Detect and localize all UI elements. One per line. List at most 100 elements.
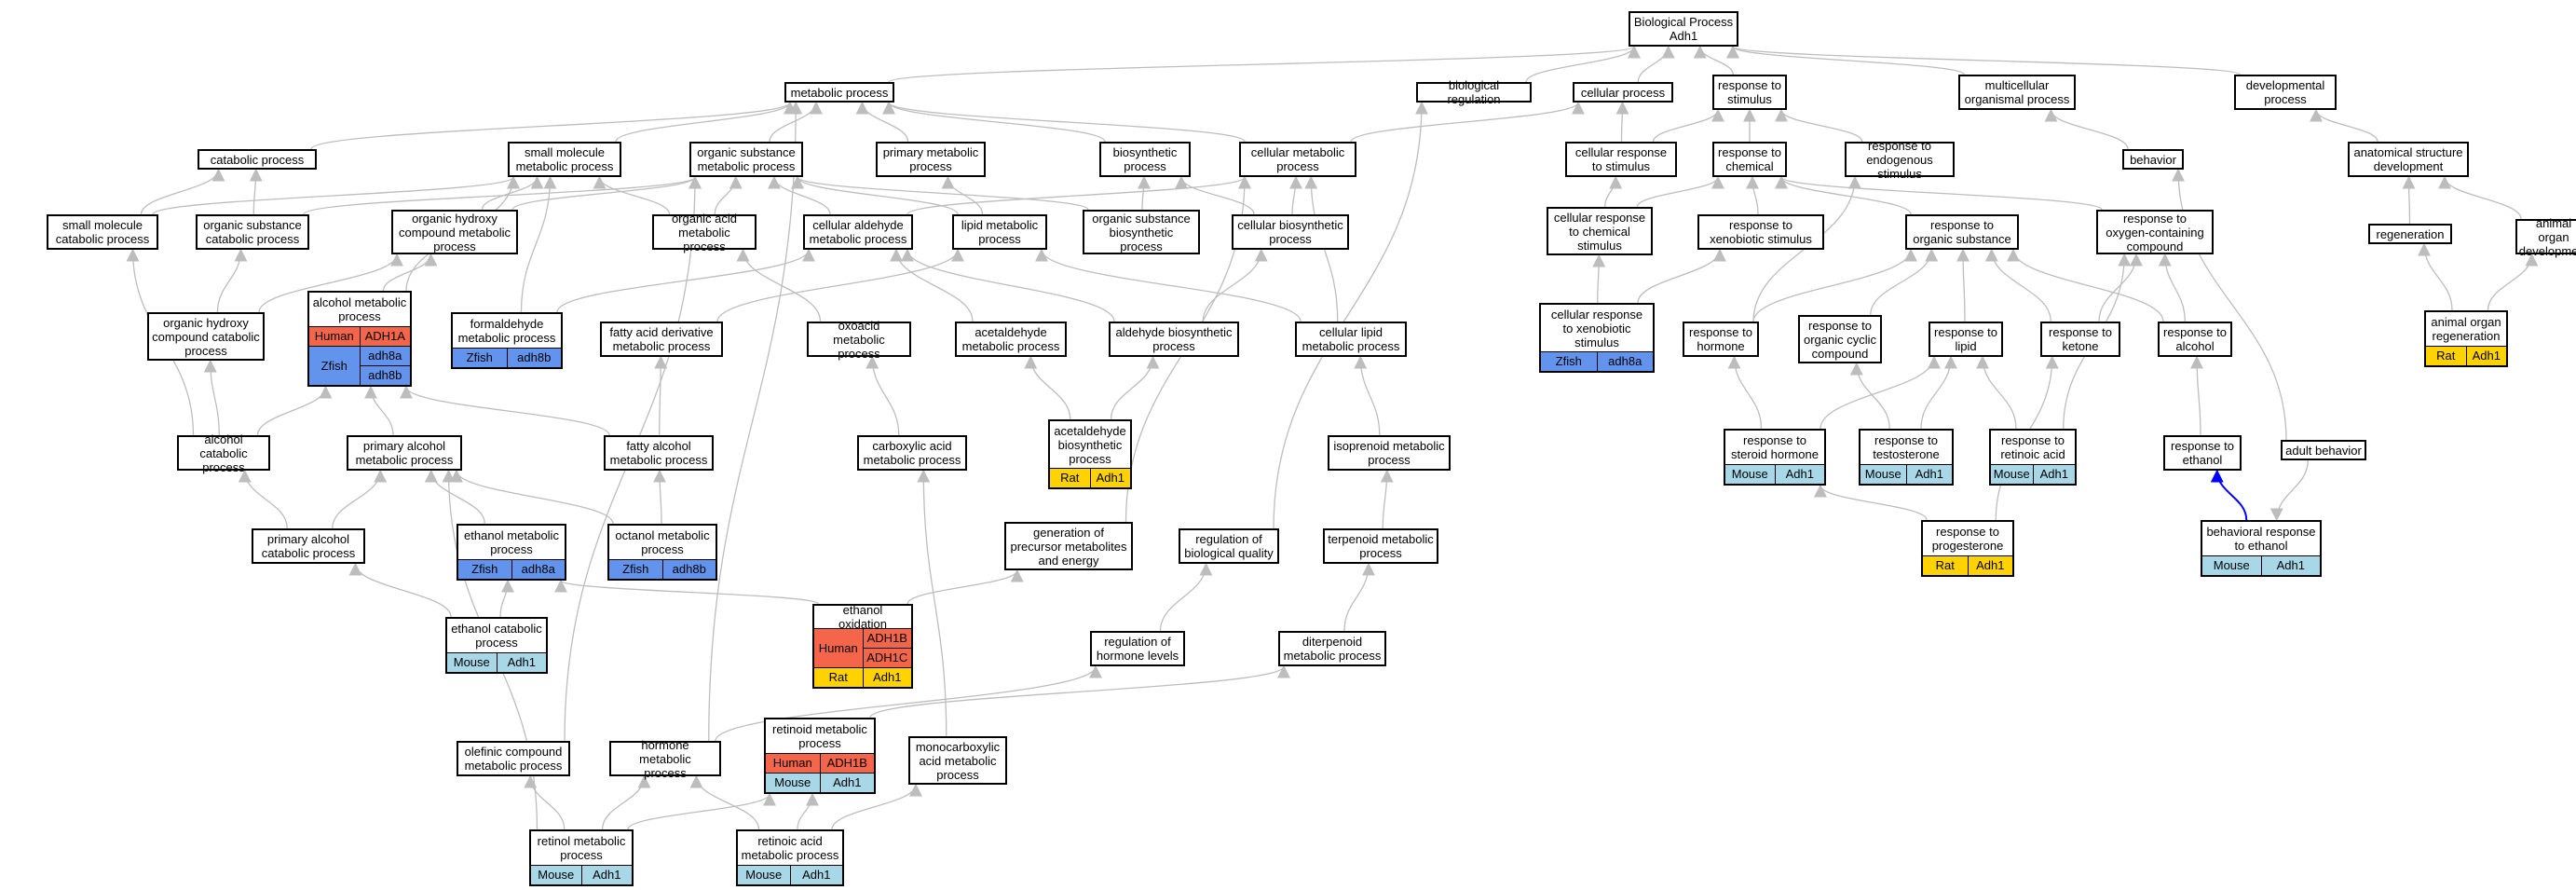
go-term-rxeno[interactable]: response to xenobiotic stimulus: [1697, 214, 1824, 250]
go-term-famp[interactable]: fatty acid derivative metabolic process: [600, 322, 723, 357]
go-term-rhorm[interactable]: response to hormone: [1683, 322, 1759, 357]
go-term-ohccat[interactable]: organic hydroxy compound catabolic proce…: [147, 312, 265, 361]
gene-cell[interactable]: adh8b: [360, 365, 410, 385]
gene-cell[interactable]: Adh1: [790, 865, 842, 884]
go-term-hmp[interactable]: hormone metabolic process: [609, 738, 721, 780]
go-term-roxy[interactable]: response to oxygen-containing compound: [2096, 210, 2214, 254]
gene-cell[interactable]: ADH1C: [863, 648, 911, 668]
go-term-cat[interactable]: catabolic process: [198, 149, 317, 170]
go-term-dev[interactable]: developmental process: [2234, 75, 2337, 110]
gene-cell[interactable]: ADH1A: [360, 326, 410, 347]
gene-cell[interactable]: adh8b: [507, 348, 561, 367]
is-a-edge: [593, 175, 671, 215]
gene-cell[interactable]: Adh1: [1906, 464, 1952, 484]
gene-cell[interactable]: Adh1: [2261, 555, 2320, 575]
gene-cell[interactable]: Adh1: [863, 667, 911, 687]
go-term-osbio[interactable]: organic substance biosynthetic process: [1083, 210, 1200, 254]
go-term-adb[interactable]: adult behavior: [2281, 440, 2366, 460]
go-term-reth[interactable]: response to ethanol: [2163, 435, 2242, 471]
go-term-crs[interactable]: cellular response to stimulus: [1565, 142, 1677, 177]
go-term-breg[interactable]: biological regulation: [1416, 78, 1532, 106]
go-term-alcat[interactable]: alcohol catabolic process: [177, 432, 270, 474]
go-term-rhl[interactable]: regulation of hormone levels: [1090, 631, 1185, 666]
go-term-fal[interactable]: fatty alcohol metabolic process: [604, 435, 714, 471]
gene-cell[interactable]: Adh1: [497, 652, 546, 672]
is-a-edge: [888, 45, 1641, 83]
go-term-lmp[interactable]: lipid metabolic process: [952, 214, 1047, 250]
go-term-ros[interactable]: response to organic substance: [1905, 214, 2019, 250]
go-term-olef[interactable]: olefinic compound metabolic process: [457, 741, 570, 776]
go-term-ralc[interactable]: response to alcohol: [2158, 322, 2232, 357]
gene-cell[interactable]: Adh1: [1090, 468, 1130, 487]
go-term-cmp[interactable]: cellular metabolic process: [1239, 142, 1356, 177]
go-term-bio[interactable]: biosynthetic process: [1099, 142, 1191, 177]
go-term-oamp[interactable]: organic acid metabolic process: [652, 212, 756, 253]
go-term-osmp[interactable]: organic substance metabolic process: [689, 142, 803, 177]
go-term-behav[interactable]: behavior: [2122, 149, 2184, 170]
go-term-pamp[interactable]: primary alcohol metabolic process: [347, 435, 462, 471]
go-term-rstim[interactable]: response to stimulus: [1712, 75, 1787, 110]
go-term-iso[interactable]: isoprenoid metabolic process: [1328, 435, 1451, 471]
go-term-regen[interactable]: regeneration: [2368, 224, 2452, 244]
go-term-ohc[interactable]: organic hydroxy compound metabolic proce…: [391, 210, 518, 254]
go-term-rendo[interactable]: response to endogenous stimulus: [1845, 139, 1955, 181]
go-term-mop[interactable]: multicellular organismal process: [1958, 75, 2076, 110]
go-term-mono[interactable]: monocarboxylic acid metabolic process: [908, 736, 1007, 785]
go-term-aod[interactable]: animal organ development: [2515, 216, 2576, 258]
go-term-cbio[interactable]: cellular biosynthetic process: [1232, 214, 1349, 250]
go-term-terp[interactable]: terpenoid metabolic process: [1323, 528, 1438, 564]
gene-cell[interactable]: adh8a: [1597, 351, 1653, 371]
go-term-oxo[interactable]: oxoacid metabolic process: [807, 319, 911, 361]
go-term-cp[interactable]: cellular process: [1573, 82, 1673, 103]
gene-cell[interactable]: Adh1: [2466, 346, 2506, 365]
go-term-clmp[interactable]: cellular lipid metabolic process: [1295, 322, 1407, 357]
go-term-rlip[interactable]: response to lipid: [1929, 322, 2003, 357]
go-term-diterp[interactable]: diterpenoid metabolic process: [1278, 631, 1386, 666]
go-term-abio[interactable]: aldehyde biosynthetic process: [1109, 322, 1239, 357]
go-term-crcs[interactable]: cellular response to chemical stimulus: [1547, 207, 1653, 255]
go-term-mp[interactable]: metabolic process: [784, 82, 894, 103]
gene-cell[interactable]: Adh1: [1968, 555, 2012, 575]
go-term-acmp[interactable]: acetaldehyde metabolic process: [955, 322, 1067, 357]
gene-cell[interactable]: adh8a: [360, 346, 410, 366]
go-term-oscat[interactable]: organic substance catabolic process: [196, 214, 309, 250]
gene-cell[interactable]: ADH1B: [820, 753, 874, 774]
go-term-asd[interactable]: anatomical structure development: [2348, 142, 2469, 177]
go-term-smcat[interactable]: small molecule catabolic process: [47, 214, 158, 250]
gene-cell[interactable]: Adh1: [581, 865, 632, 884]
annotated-term-crxs[interactable]: cellular response to xenobiotic stimulus…: [1539, 303, 1655, 373]
go-term-pmp[interactable]: primary metabolic process: [876, 142, 986, 177]
go-term-smmp[interactable]: small molecule metabolic process: [508, 142, 621, 177]
gene-cell[interactable]: Adh1: [1775, 464, 1824, 484]
go-term-gen[interactable]: generation of precursor metabolites and …: [1004, 522, 1133, 570]
go-term-rocc[interactable]: response to organic cyclic compound: [1798, 315, 1882, 363]
go-term-bp[interactable]: Biological Process Adh1: [1629, 11, 1738, 47]
go-term-rket[interactable]: response to ketone: [2040, 322, 2120, 357]
go-term-camp[interactable]: cellular aldehyde metabolic process: [803, 214, 913, 250]
gene-cell[interactable]: adh8a: [511, 559, 565, 579]
go-term-pacat[interactable]: primary alcohol catabolic process: [252, 528, 365, 564]
go-term-rchem[interactable]: response to chemical: [1712, 142, 1787, 177]
go-term-carb[interactable]: carboxylic acid metabolic process: [857, 435, 967, 471]
gene-cell[interactable]: ADH1B: [863, 628, 911, 649]
gene-cell[interactable]: Adh1: [2033, 464, 2075, 484]
gene-cell[interactable]: Adh1: [820, 773, 874, 792]
go-term-rbq[interactable]: regulation of biological quality: [1179, 528, 1279, 564]
gene-cell[interactable]: adh8b: [662, 559, 716, 579]
